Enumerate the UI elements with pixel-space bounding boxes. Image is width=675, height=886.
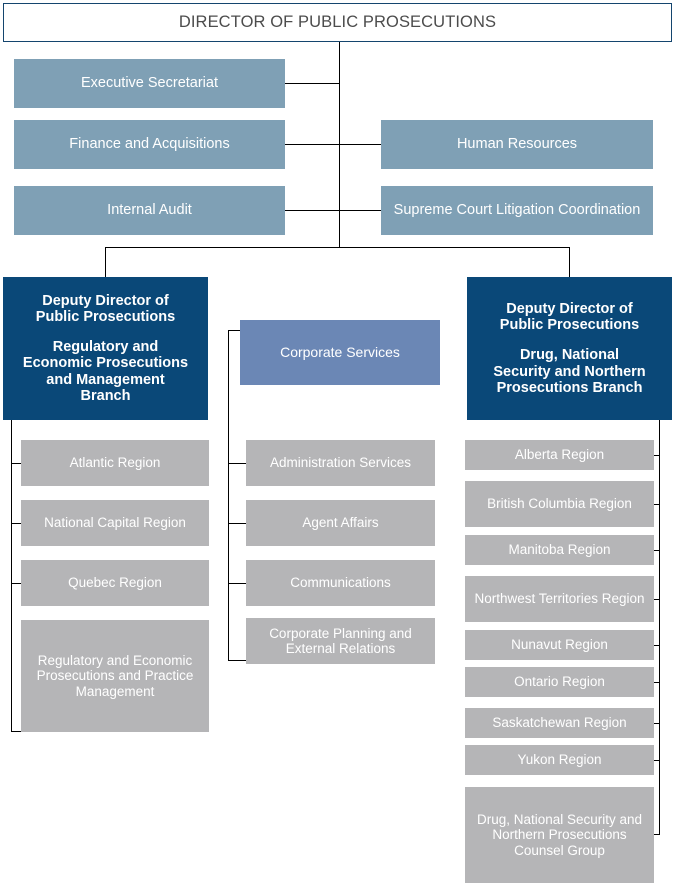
connector-saskatchewan-region [654,723,660,724]
node-agent-affairs[interactable]: Agent Affairs [246,500,435,546]
connector-internal-audit [285,210,340,211]
connector-supreme-court-litigation [339,210,382,211]
node-label: Corporate Services [280,343,400,360]
node-finance-and-acquisitions[interactable]: Finance and Acquisitions [14,120,285,169]
node-director-of-public-prosecutions[interactable]: DIRECTOR OF PUBLIC PROSECUTIONS [3,3,672,42]
connector-manitoba-region [654,550,660,551]
node-label: Northwest Territories Region [474,591,645,607]
node-label: Human Resources [456,136,578,153]
node-label: Yukon Region [517,752,602,768]
connector-human-resources [339,144,382,145]
node-label: Ontario Region [514,674,605,690]
connector-branch-drop-left [105,247,106,278]
node-british-columbia-region[interactable]: British Columbia Region [465,481,654,527]
connector-corporate-services [228,330,241,331]
node-label: Communications [290,575,391,591]
node-alberta-region[interactable]: Alberta Region [465,440,654,470]
node-label: Nunavut Region [511,637,608,653]
connector-northwest-territories-region [654,599,660,600]
connector-quebec-region [11,583,22,584]
node-administration-services[interactable]: Administration Services [246,440,435,486]
node-label: Executive Secretariat [80,75,218,92]
node-atlantic-region[interactable]: Atlantic Region [21,440,209,486]
node-communications[interactable]: Communications [246,560,435,606]
node-label: Internal Audit [107,202,192,219]
node-label: Drug, National Security and Northern Pro… [476,812,643,858]
node-nunavut-region[interactable]: Nunavut Region [465,630,654,660]
connector-corporate-planning [228,660,246,661]
node-label: Manitoba Region [508,542,611,558]
node-label: Regulatory and Economic Prosecutions and… [36,653,194,699]
node-label: Administration Services [269,455,412,471]
connector-nunavut-region [654,645,660,646]
node-national-capital-region[interactable]: National Capital Region [21,500,209,546]
node-ontario-region[interactable]: Ontario Region [465,667,654,697]
node-role-label: Deputy Director of Public Prosecutions [499,301,640,334]
connector-administration-services [228,463,246,464]
node-role-label: Deputy Director of Public Prosecutions [35,292,176,326]
node-regulatory-economic-prosecutions-practice-management[interactable]: Regulatory and Economic Prosecutions and… [21,620,209,732]
node-label: Atlantic Region [69,455,161,471]
connector-root-trunk [339,42,340,248]
connector-finance-and-acquisitions [285,144,340,145]
node-manitoba-region[interactable]: Manitoba Region [465,535,654,565]
node-executive-secretariat[interactable]: Executive Secretariat [14,59,285,108]
node-saskatchewan-region[interactable]: Saskatchewan Region [465,708,654,738]
node-human-resources[interactable]: Human Resources [381,120,653,169]
connector-agent-affairs [228,523,246,524]
connector-yukon-region [654,760,660,761]
node-label: Quebec Region [68,575,162,591]
node-label: National Capital Region [44,515,186,531]
node-label: Finance and Acquisitions [69,136,230,153]
connector-national-capital-region [11,523,22,524]
connector-regulatory-practice-management [11,731,22,732]
connector-executive-secretariat [285,83,340,84]
node-corporate-services[interactable]: Corporate Services [240,320,440,385]
connector-branch-drop-right [569,247,570,278]
connector-ontario-region [654,682,660,683]
connector-left-branch-spine [11,420,12,732]
node-yukon-region[interactable]: Yukon Region [465,745,654,775]
connector-alberta-region [654,455,660,456]
node-label: Corporate Planning and External Relation… [269,625,412,656]
node-corporate-planning-and-external-relations[interactable]: Corporate Planning and External Relation… [246,618,435,664]
node-deputy-director-drug-branch[interactable]: Deputy Director of Public Prosecutions D… [467,277,672,420]
connector-branch-split-bar [105,247,570,248]
connector-atlantic-region [11,463,22,464]
node-internal-audit[interactable]: Internal Audit [14,186,285,235]
node-label: Agent Affairs [302,515,379,531]
connector-corporate-services-spine [228,330,229,661]
node-label: British Columbia Region [487,496,632,512]
node-deputy-director-regulatory-branch[interactable]: Deputy Director of Public Prosecutions R… [3,277,208,420]
node-branch-label: Drug, National Security and Northern Pro… [493,347,646,396]
connector-right-branch-spine [659,420,660,835]
node-label: Alberta Region [514,447,605,463]
node-northwest-territories-region[interactable]: Northwest Territories Region [465,576,654,622]
connector-communications [228,583,246,584]
connector-british-columbia-region [654,504,660,505]
node-supreme-court-litigation-coordination[interactable]: Supreme Court Litigation Coordination [381,186,653,235]
node-label: Saskatchewan Region [492,715,627,731]
node-label: DIRECTOR OF PUBLIC PROSECUTIONS [178,13,497,32]
node-quebec-region[interactable]: Quebec Region [21,560,209,606]
node-drug-national-security-northern-prosecutions-counsel-group[interactable]: Drug, National Security and Northern Pro… [465,787,654,883]
node-branch-label: Regulatory and Economic Prosecutions and… [22,339,189,404]
connector-counsel-group [654,834,660,835]
node-label: Supreme Court Litigation Coordination [393,202,641,219]
